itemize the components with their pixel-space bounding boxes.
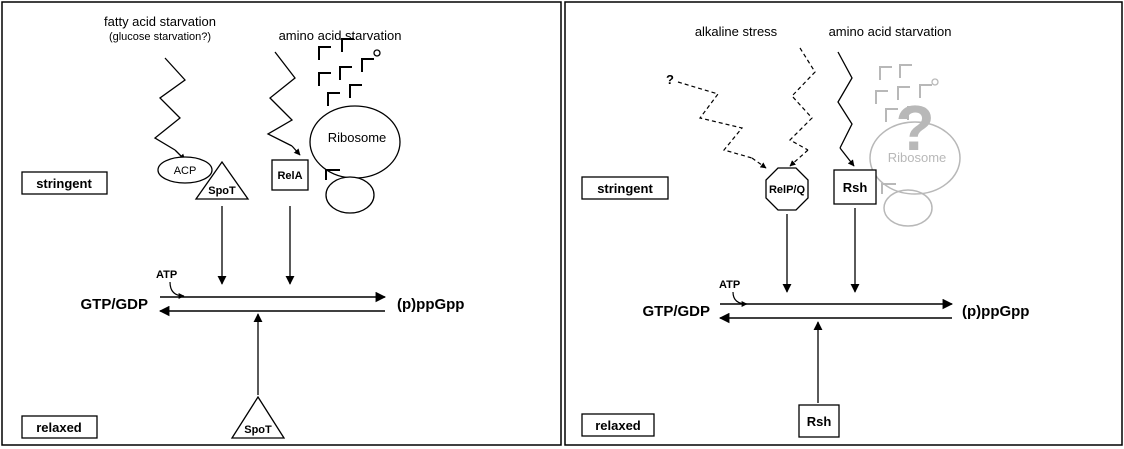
left-amino-signal-line bbox=[266, 51, 296, 147]
left-rela-label: RelA bbox=[277, 170, 302, 182]
left-trigger-fatty: fatty acid starvation bbox=[104, 14, 216, 29]
left-panel-frame bbox=[1, 1, 562, 446]
left-acp-ellipse bbox=[157, 156, 213, 184]
left-trigger-fatty-sub: (glucose starvation?) bbox=[109, 31, 211, 43]
right-bound-trna-icon bbox=[881, 183, 896, 194]
left-spot-top-label: SpoT bbox=[208, 185, 236, 197]
left-acp-label: ACP bbox=[174, 165, 197, 177]
trna-icon bbox=[875, 90, 888, 104]
right-relaxed-label: relaxed bbox=[595, 418, 641, 433]
right-trigger-alkaline: alkaline stress bbox=[695, 24, 778, 39]
left-amino-signal-arrow bbox=[291, 145, 301, 156]
right-unknown-signal-arrow bbox=[751, 157, 767, 169]
trna-end-icon bbox=[931, 78, 939, 86]
trna-icon bbox=[341, 38, 354, 52]
right-relpq-octagon bbox=[765, 167, 809, 211]
left-rela-box bbox=[271, 159, 309, 191]
right-relpq-label: RelP/Q bbox=[769, 184, 806, 196]
left-substrate-label: GTP/GDP bbox=[80, 296, 148, 313]
right-ribosome-question-mark: ? bbox=[895, 92, 934, 164]
right-atp-arrow bbox=[732, 291, 748, 307]
trna-icon bbox=[907, 106, 920, 120]
left-relaxed-box bbox=[21, 415, 98, 439]
left-bound-trna-icon bbox=[325, 169, 340, 180]
trna-icon bbox=[879, 66, 892, 80]
left-atp-arrow bbox=[169, 281, 185, 299]
right-panel-frame bbox=[564, 1, 1123, 446]
left-spot-bottom-label: SpoT bbox=[244, 424, 272, 436]
right-ribosome-large-subunit bbox=[869, 121, 961, 195]
left-relaxed-label: relaxed bbox=[36, 420, 82, 435]
trna-icon bbox=[349, 84, 362, 98]
right-substrate-label: GTP/GDP bbox=[642, 303, 710, 320]
left-trigger-amino: amino acid starvation bbox=[279, 28, 402, 43]
right-unknown-signal-line bbox=[677, 81, 753, 159]
right-panel: ? alkaline stress amino acid starvation … bbox=[564, 1, 1123, 446]
trna-icon bbox=[919, 84, 932, 98]
left-fatty-signal-line bbox=[153, 57, 186, 151]
left-atp-label: ATP bbox=[156, 269, 177, 281]
left-stringent-box bbox=[21, 171, 108, 195]
right-amino-signal-arrow bbox=[839, 147, 855, 167]
left-panel: fatty acid starvation (glucose starvatio… bbox=[1, 1, 562, 446]
right-amino-signal-line bbox=[837, 51, 853, 149]
trna-icon bbox=[318, 46, 331, 60]
trna-icon bbox=[327, 92, 340, 106]
left-ribosome-small-subunit bbox=[325, 176, 375, 214]
left-stringent-label: stringent bbox=[36, 176, 92, 191]
left-spot-top-triangle bbox=[194, 160, 250, 200]
trna-icon bbox=[885, 108, 898, 122]
right-alkaline-signal-arrow bbox=[789, 149, 809, 167]
left-trna-cluster bbox=[318, 38, 381, 106]
left-product-label: (p)ppGpp bbox=[397, 296, 464, 313]
right-stringent-box bbox=[581, 176, 669, 200]
trna-icon bbox=[899, 64, 912, 78]
right-rsh-top-label: Rsh bbox=[843, 180, 868, 195]
left-ribosome-label: Ribosome bbox=[328, 130, 387, 145]
right-trigger-amino: amino acid starvation bbox=[829, 24, 952, 39]
right-trna-cluster-faded bbox=[875, 64, 939, 122]
right-product-label: (p)ppGpp bbox=[962, 303, 1029, 320]
right-atp-label: ATP bbox=[719, 279, 740, 291]
trna-icon bbox=[897, 86, 910, 100]
trna-icon bbox=[339, 66, 352, 80]
left-spot-bottom-triangle bbox=[230, 395, 286, 439]
right-relaxed-box bbox=[581, 413, 655, 437]
trna-icon bbox=[318, 72, 331, 86]
right-trigger-unknown: ? bbox=[666, 72, 674, 87]
trna-end-icon bbox=[373, 49, 381, 57]
right-alkaline-signal-line bbox=[789, 47, 816, 151]
right-rsh-bottom-label: Rsh bbox=[807, 414, 832, 429]
right-ribosome-small-subunit bbox=[883, 189, 933, 227]
right-ribosome-label: Ribosome bbox=[888, 150, 947, 165]
right-stringent-label: stringent bbox=[597, 181, 653, 196]
trna-icon bbox=[361, 58, 374, 72]
right-rsh-bottom-box bbox=[798, 404, 840, 438]
right-rsh-top-box bbox=[833, 169, 877, 205]
